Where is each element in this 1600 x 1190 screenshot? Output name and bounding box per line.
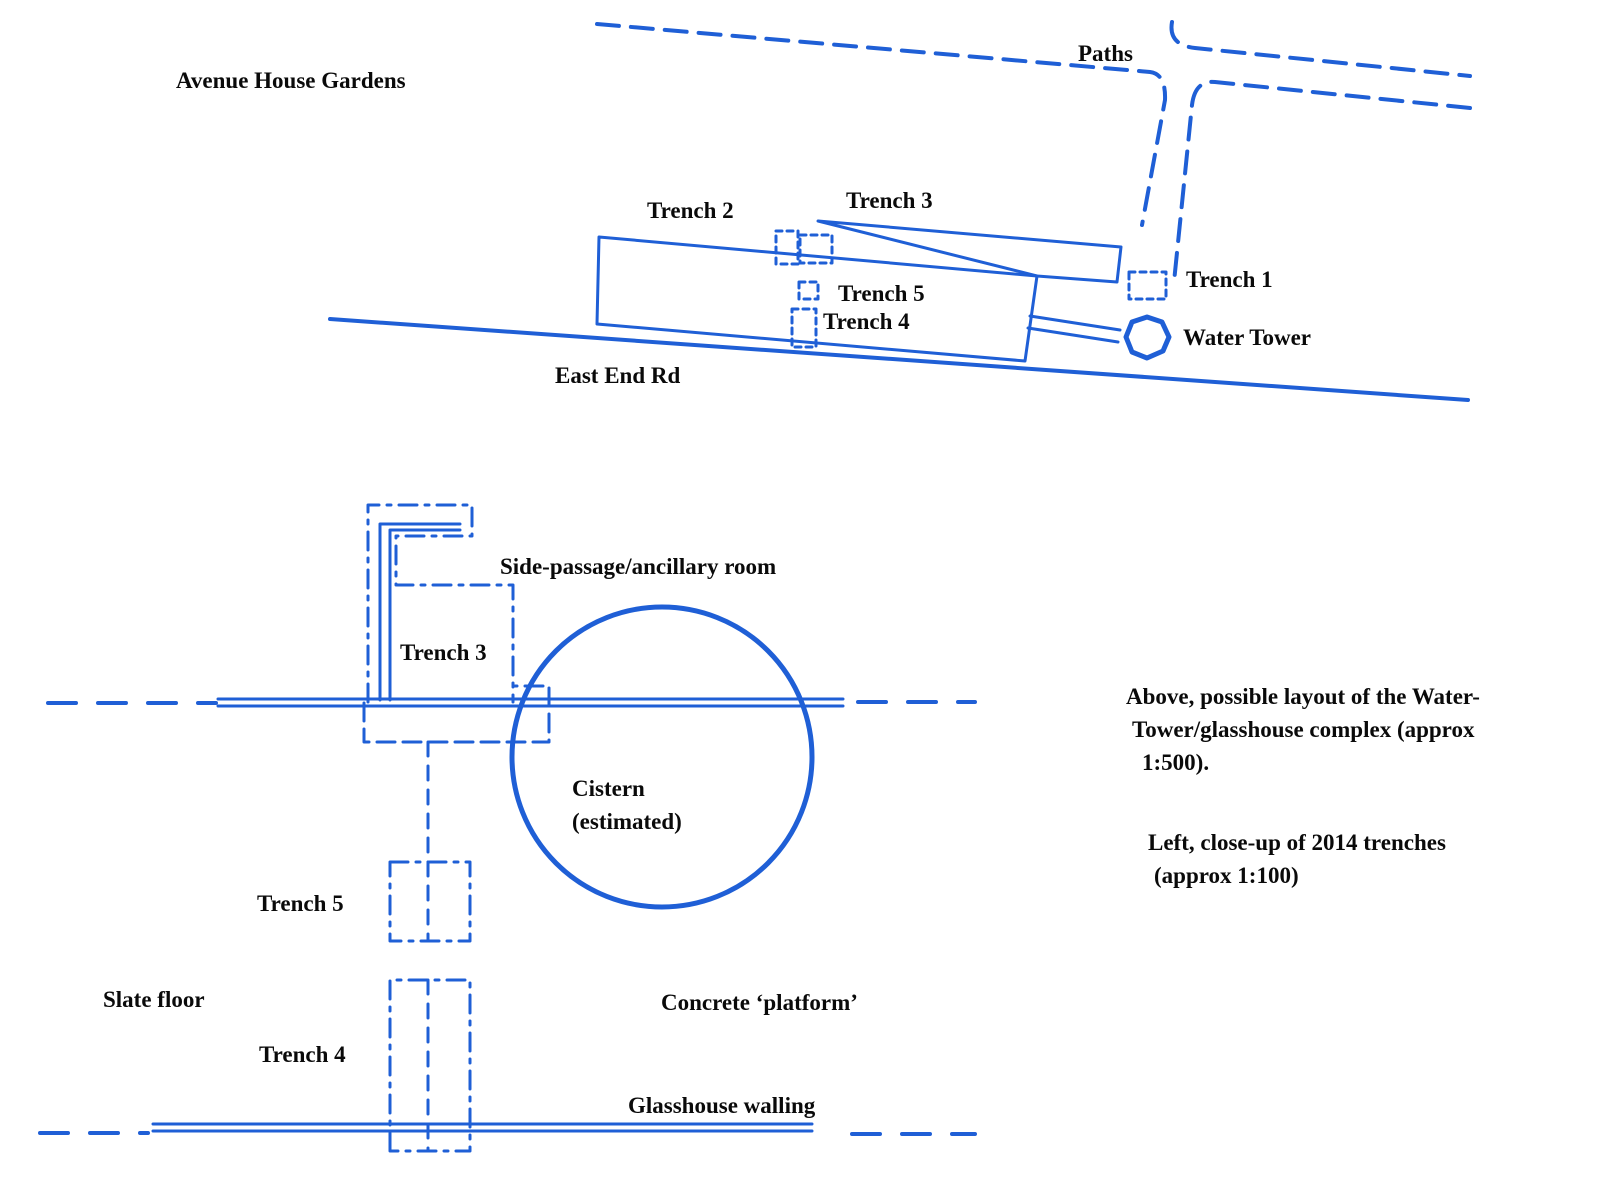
slate-floor-label: Slate floor (103, 987, 205, 1012)
water-tower-label: Water Tower (1183, 325, 1311, 350)
site-plan (328, 20, 1472, 402)
road-line (328, 317, 1470, 402)
note-above-line: 1:500). (1142, 750, 1210, 775)
water-tower-octagon (1123, 314, 1172, 361)
note-above-line: Above, possible layout of the Water- (1126, 684, 1480, 709)
glasshouse-complex (595, 219, 1123, 363)
note-above: Above, possible layout of the Water- Tow… (1126, 680, 1480, 779)
trench-3-label: Trench 3 (846, 188, 933, 213)
note-left-line: (approx 1:100) (1154, 863, 1299, 888)
close-up-plan (38, 503, 977, 1153)
cistern-label: Cistern (572, 776, 645, 801)
cistern-circle (509, 604, 815, 910)
paths-label: Paths (1078, 41, 1133, 66)
trenches-site (774, 229, 1168, 349)
cistern-estimated-label: (estimated) (572, 809, 682, 834)
glasshouse-walling-label: Glasshouse walling (628, 1093, 816, 1118)
close-up-trench-3-label: Trench 3 (400, 640, 487, 665)
trench-5-label: Trench 5 (838, 281, 925, 306)
road-label: East End Rd (555, 363, 681, 388)
close-up-trench-4-label: Trench 4 (259, 1042, 346, 1067)
paths (595, 20, 1472, 284)
concrete-platform-label: Concrete ‘platform’ (661, 990, 858, 1015)
close-up-trench-5-label: Trench 5 (257, 891, 344, 916)
note-above-line: Tower/glasshouse complex (approx (1132, 717, 1475, 742)
note-left-line: Left, close-up of 2014 trenches (1148, 830, 1446, 855)
trench-2-label: Trench 2 (647, 198, 734, 223)
side-passage-label: Side-passage/ancillary room (500, 554, 777, 579)
gardens-label: Avenue House Gardens (176, 68, 406, 93)
trench-1-label: Trench 1 (1186, 267, 1273, 292)
note-left: Left, close-up of 2014 trenches (approx … (1148, 826, 1446, 892)
trench-4-label: Trench 4 (823, 309, 910, 334)
